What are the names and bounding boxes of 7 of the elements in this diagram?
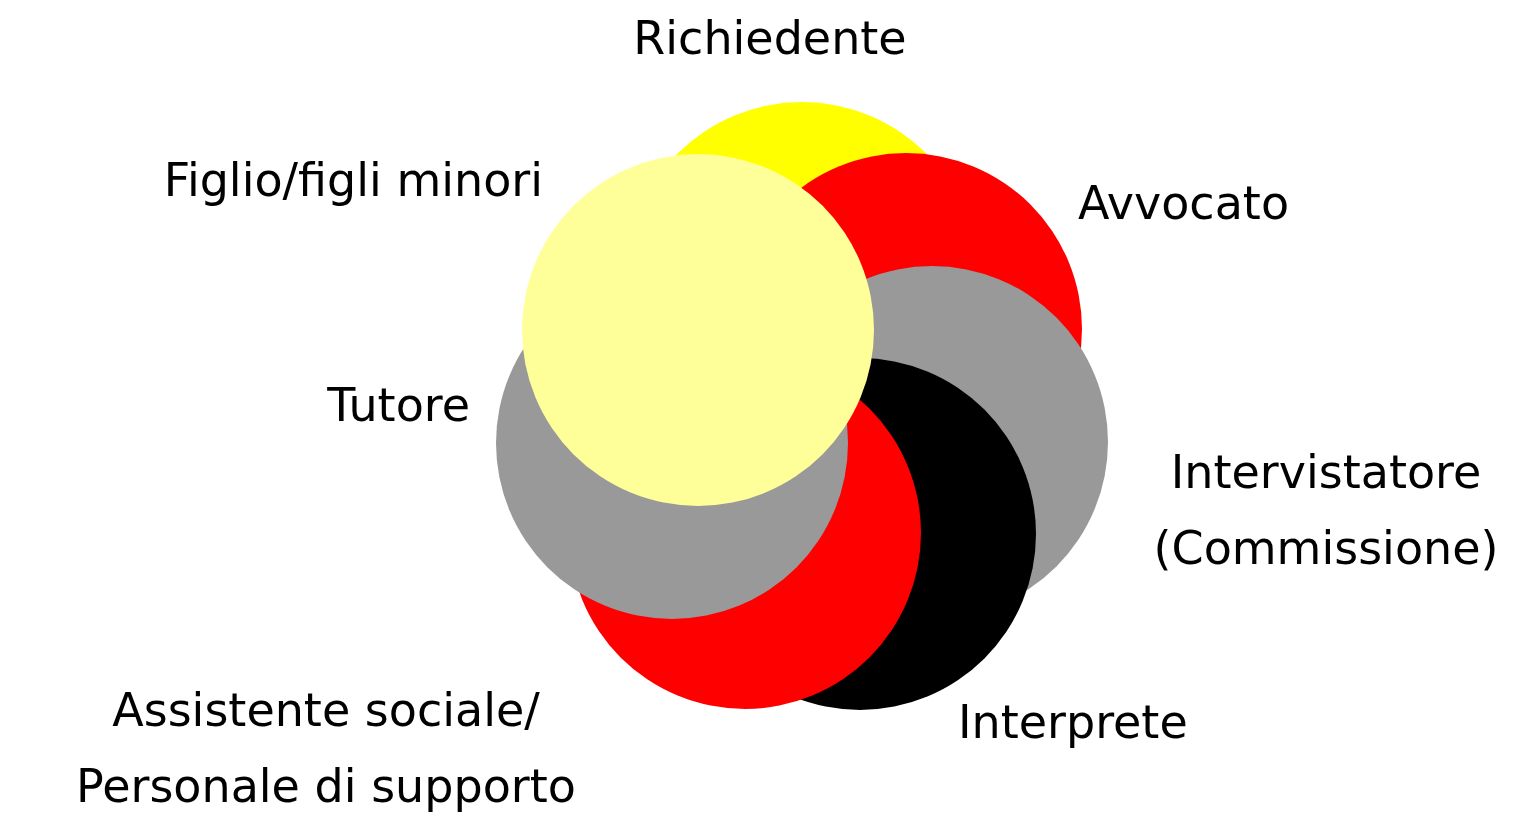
circle-label: Assistente sociale/ Personale di supporto [75, 682, 577, 815]
circle-label: Richiedente [632, 10, 908, 67]
circle-label: Interprete [958, 694, 1188, 751]
circle-label: Intervistatore (Commissione) [1152, 444, 1500, 577]
circle-label: Avvocato [1078, 175, 1290, 232]
circle-label: Tutore [327, 377, 470, 434]
circle-label: Figlio/figli minori [163, 152, 543, 209]
